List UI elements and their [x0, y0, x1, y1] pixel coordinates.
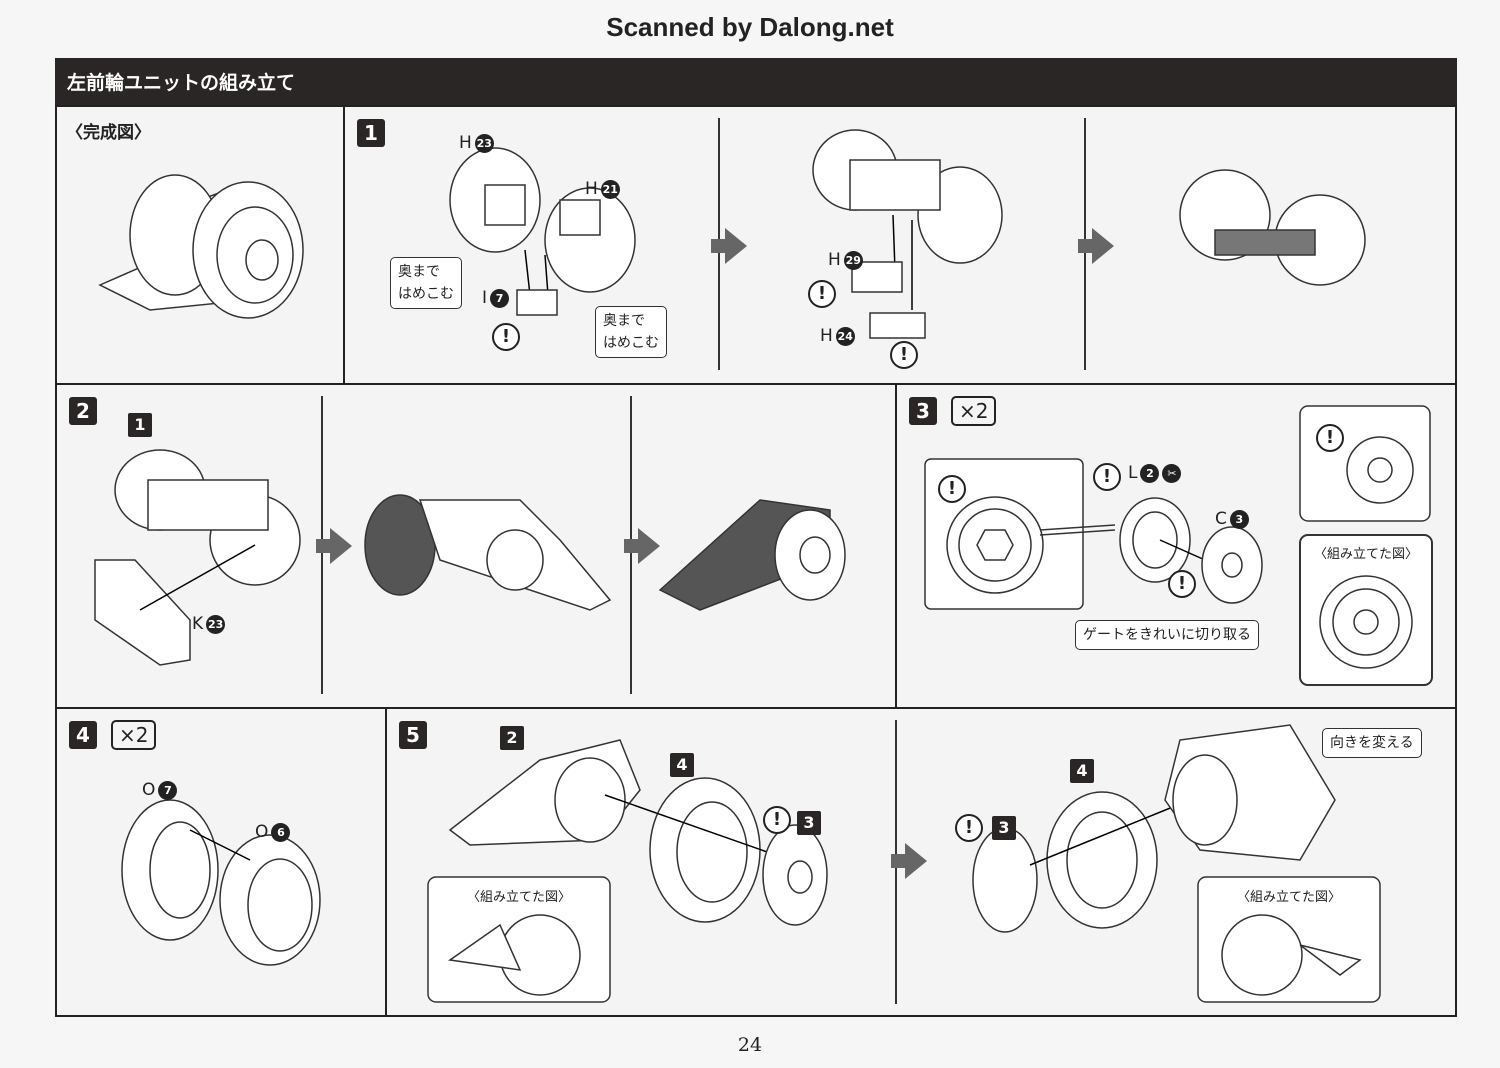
- warning-icon: !: [1168, 570, 1196, 598]
- warning-icon: !: [763, 806, 791, 834]
- step-reference: 1: [128, 413, 152, 437]
- step-number: 3: [909, 397, 937, 425]
- warning-icon: !: [808, 280, 836, 308]
- multiplier: ×2: [111, 720, 157, 750]
- warning-icon: !: [955, 814, 983, 842]
- step2-drawing-1: [94, 449, 301, 666]
- scan-credit: Scanned by Dalong.net: [606, 12, 894, 42]
- next-arrow: [1078, 228, 1114, 264]
- step3-drawings: [924, 405, 1433, 686]
- insert-fully-note: 奥まで はめこむ: [595, 306, 667, 358]
- step-number: 2: [69, 397, 97, 425]
- step1-hub-drawing: [449, 147, 636, 316]
- change-direction-note: 向きを変える: [1322, 728, 1422, 758]
- step4-tire-drawings: [121, 799, 321, 966]
- assembled-label: 〈組み立てた図〉: [1313, 547, 1418, 562]
- next-arrow: [316, 528, 352, 564]
- completed-label: 〈完成図〉: [66, 123, 151, 143]
- page-number: 24: [737, 1034, 763, 1056]
- assembled-label: 〈組み立てた図〉: [466, 890, 571, 905]
- step1-hub-drawing-3: [1179, 169, 1366, 286]
- step-reference: 4: [670, 753, 694, 777]
- warning-icon: !: [1316, 424, 1344, 452]
- warning-icon: !: [1093, 463, 1121, 491]
- step-reference: 3: [797, 811, 821, 835]
- multiplier: ×2: [951, 396, 997, 426]
- section-header: 左前輪ユニットの組み立て: [55, 58, 1457, 105]
- step4-panel: [55, 707, 387, 1017]
- step2-drawing-3: [658, 499, 846, 611]
- warning-icon: !: [890, 341, 918, 369]
- step-reference: 2: [500, 726, 524, 750]
- step-number: 1: [357, 119, 385, 147]
- step-reference: 3: [992, 816, 1016, 840]
- gate-cut-icon: ✂: [1162, 463, 1182, 483]
- next-arrow: [624, 528, 660, 564]
- cut-gate-note: ゲートをきれいに切り取る: [1075, 620, 1259, 650]
- warning-icon: !: [938, 475, 966, 503]
- step1-hub-drawing-2: [812, 129, 1003, 339]
- step-number: 5: [399, 721, 427, 749]
- step-number: 4: [69, 721, 97, 749]
- warning-icon: !: [492, 323, 520, 351]
- next-arrow: [891, 843, 927, 879]
- step2-drawing-2: [364, 494, 612, 611]
- step5-drawings: [427, 724, 1381, 1003]
- completed-wheel-drawing: [98, 174, 304, 319]
- insert-fully-note: 奥まで はめこむ: [390, 257, 462, 309]
- next-arrow: [711, 228, 747, 264]
- step-reference: 4: [1070, 759, 1094, 783]
- assembled-label: 〈組み立てた図〉: [1236, 890, 1341, 905]
